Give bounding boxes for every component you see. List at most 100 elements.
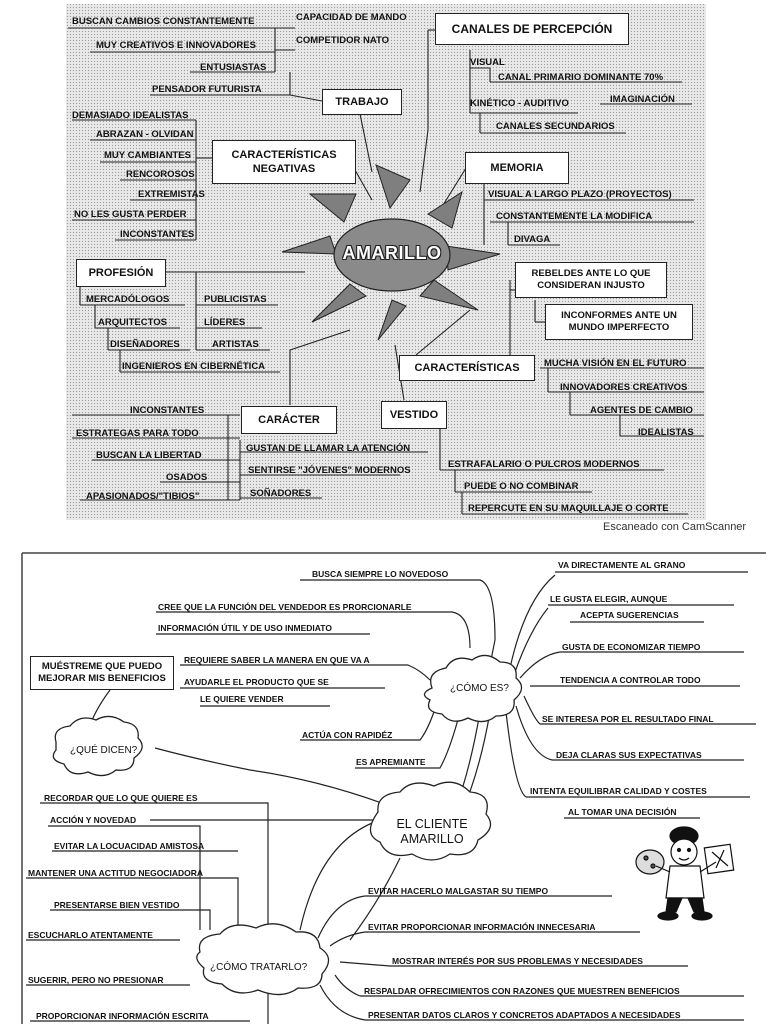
como-tratarlo-left-item: EVITAR LA LOCUACIDAD AMISTOSA [54, 841, 205, 851]
negativas-item: ABRAZAN - OLVIDAN [96, 129, 194, 140]
inconformes-box: INCONFORMES ANTE UN MUNDO IMPERFECTO [545, 304, 693, 340]
center-label: AMARILLO [342, 243, 442, 263]
como-es-right-item: TENDENCIA A CONTROLAR TODO [560, 675, 701, 685]
como-es-right-item: SE INTERESA POR EL RESULTADO FINAL [542, 714, 714, 724]
como-es-right-item: GUSTA DE ECONOMIZAR TIEMPO [562, 642, 701, 652]
como-es-right-item: LE GUSTA ELEGIR, AUNQUE [550, 594, 668, 604]
caracteristicas-box: CARACTERÍSTICAS [399, 355, 535, 381]
como-tratarlo-title: ¿CÓMO TRATARLO? [210, 962, 308, 973]
profesion-item: DISEÑADORES [110, 339, 180, 350]
caracteristicas-item: IDEALISTAS [638, 427, 694, 438]
vestido-item: PUEDE O NO COMBINAR [464, 481, 579, 492]
como-tratarlo-right-item: EVITAR HACERLO MALGASTAR SU TIEMPO [368, 886, 549, 896]
rebeldes-line-2: CONSIDERAN INJUSTO [537, 280, 645, 291]
trabajo-box: TRABAJO [322, 89, 402, 115]
como-es-left-item: INFORMACIÓN ÚTIL Y DE USO INMEDIATO [158, 623, 332, 633]
negativas-item: RENCOROSOS [126, 169, 195, 180]
profesion-box: PROFESIÓN [76, 259, 166, 287]
memoria-item: DIVAGA [514, 234, 551, 245]
que-dicen-title: ¿QUÉ DICEN? [70, 745, 138, 756]
trabajo-item: PENSADOR FUTURISTA [152, 84, 262, 95]
memoria-item: CONSTANTEMENTE LA MODIFICA [496, 211, 653, 222]
como-es-left-item: REQUIERE SABER LA MANERA EN QUE VA A [184, 655, 370, 665]
como-tratarlo-left-item: PROPORCIONAR INFORMACIÓN ESCRITA [36, 1011, 209, 1021]
sun-center [333, 218, 451, 292]
como-tratarlo-right-item: PRESENTAR DATOS CLAROS Y CONCRETOS ADAPT… [368, 1010, 681, 1020]
como-es-left-item: AYUDARLE EL PRODUCTO QUE SE [184, 677, 329, 687]
como-tratarlo-left-item: PRESENTARSE BIEN VESTIDO [54, 900, 180, 910]
como-tratarlo-left-item: ACCIÓN Y NOVEDAD [50, 815, 137, 825]
vestido-box: VESTIDO [381, 401, 447, 429]
profesion-item: PUBLICISTAS [204, 294, 267, 305]
center-cloud-label: EL CLIENTE AMARILLO [384, 817, 480, 847]
como-tratarlo-left-item: SUGERIR, PERO NO PRESIONAR [28, 975, 164, 985]
vestido-item: REPERCUTE EN SU MAQUILLAJE O CORTE [468, 503, 669, 514]
como-es-right-item: ACEPTA SUGERENCIAS [580, 610, 679, 620]
negativas-item: EXTREMISTAS [138, 189, 205, 200]
negativas-title-1: CARACTERÍSTICAS [231, 149, 337, 161]
caracteristicas-item: AGENTES DE CAMBIO [590, 405, 693, 416]
rebeldes-box: REBELDES ANTE LO QUE CONSIDERAN INJUSTO [515, 262, 667, 298]
caracter-left-item: ESTRATEGAS PARA TODO [76, 428, 199, 439]
rebeldes-line-1: REBELDES ANTE LO QUE [531, 268, 651, 279]
caracter-box: CARÁCTER [241, 406, 337, 434]
que-dicen-cloud [52, 715, 143, 777]
painter-illustration [635, 826, 735, 921]
como-es-left-item: LE QUIERE VENDER [200, 694, 284, 704]
negativas-title-2: NEGATIVAS [252, 163, 316, 175]
como-es-left-item: ES APREMIANTE [356, 757, 426, 767]
canales-item: CANAL PRIMARIO DOMINANTE 70% [498, 72, 664, 83]
negativas-item: NO LES GUSTA PERDER [74, 209, 187, 220]
como-tratarlo-right-item: RESPALDAR OFRECIMIENTOS CON RAZONES QUE … [364, 986, 680, 996]
caracter-left-item: INCONSTANTES [130, 405, 205, 416]
caracter-left-item: OSADOS [166, 472, 208, 483]
como-tratarlo-left-item: ESCUCHARLO ATENTAMENTE [28, 930, 153, 940]
center-cloud [369, 781, 492, 861]
quote-box: MUÉSTREME QUE PUEDO MEJORAR MIS BENEFICI… [30, 656, 174, 690]
center-cloud-line-1: EL CLIENTE [396, 817, 468, 831]
como-es-right-item: AL TOMAR UNA DECISIÓN [568, 807, 677, 817]
quote-line-1: MUÉSTREME QUE PUEDO [41, 661, 163, 672]
profesion-item: LÍDERES [204, 317, 246, 328]
como-tratarlo-right-item: MOSTRAR INTERÉS POR SUS PROBLEMAS Y NECE… [392, 956, 643, 966]
como-es-right-item: VA DIRECTAMENTE AL GRANO [558, 560, 686, 570]
inconformes-line-2: MUNDO IMPERFECTO [568, 322, 670, 333]
profesion-item: ARTISTAS [212, 339, 259, 350]
caracter-right-item: GUSTAN DE LLAMAR LA ATENCIÓN [246, 443, 411, 454]
negativas-box: CARACTERÍSTICAS NEGATIVAS [212, 140, 356, 184]
profesion-item: INGENIEROS EN CIBERNÉTICA [122, 361, 266, 372]
como-es-title: ¿CÓMO ES? [450, 683, 509, 694]
center-cloud-line-2: AMARILLO [400, 832, 464, 846]
trabajo-item: COMPETIDOR NATO [296, 35, 390, 46]
caracteristicas-item: MUCHA VISIÓN EN EL FUTURO [544, 358, 687, 369]
como-es-right-item: INTENTA EQUILIBRAR CALIDAD Y COSTES [530, 786, 707, 796]
caracteristicas-item: INNOVADORES CREATIVOS [560, 382, 688, 393]
como-tratarlo-left-item: RECORDAR QUE LO QUE QUIERE ES [44, 793, 198, 803]
profesion-item: ARQUITECTOS [98, 317, 167, 328]
negativas-item: DEMASIADO IDEALISTAS [72, 110, 189, 121]
negativas-item: MUY CAMBIANTES [104, 150, 191, 161]
trabajo-item: BUSCAN CAMBIOS CONSTANTEMENTE [72, 16, 255, 27]
como-tratarlo-left-item: MANTENER UNA ACTITUD NEGOCIADORA [28, 868, 204, 878]
profesion-item: MERCADÓLOGOS [86, 294, 170, 305]
caracter-right-item: SENTIRSE "JÓVENES" MODERNOS [248, 465, 411, 476]
trabajo-item: CAPACIDAD DE MANDO [296, 12, 407, 23]
inconformes-line-1: INCONFORMES ANTE UN [561, 310, 677, 321]
trabajo-item: MUY CREATIVOS E INNOVADORES [96, 40, 256, 51]
canales-item: KINÉTICO - AUDITIVO [470, 98, 569, 109]
trabajo-item: ENTUSIASTAS [200, 62, 267, 73]
negativas-item: INCONSTANTES [120, 229, 195, 240]
como-es-right-item: DEJA CLARAS SUS EXPECTATIVAS [556, 750, 702, 760]
como-tratarlo-cloud [196, 923, 330, 996]
como-es-left-item: ACTÚA CON RAPIDÉZ [302, 730, 393, 740]
canales-box: CANALES DE PERCEPCIÓN [435, 13, 629, 45]
canales-item: VISUAL [470, 57, 505, 68]
caracter-right-item: SOÑADORES [250, 488, 312, 499]
caracter-left-item: BUSCAN LA LIBERTAD [96, 450, 202, 461]
como-es-left-item: BUSCA SIEMPRE LO NOVEDOSO [312, 569, 449, 579]
caracter-left-item: APASIONADOS/"TIBIOS" [86, 491, 200, 502]
scan-caption: Escaneado con CamScanner [603, 521, 747, 533]
memoria-item: VISUAL A LARGO PLAZO (PROYECTOS) [488, 189, 672, 200]
como-tratarlo-right-item: EVITAR PROPORCIONAR INFORMACIÓN INNECESA… [368, 922, 596, 932]
como-es-left-item: CREE QUE LA FUNCIÓN DEL VENDEDOR ES PROR… [158, 602, 412, 612]
